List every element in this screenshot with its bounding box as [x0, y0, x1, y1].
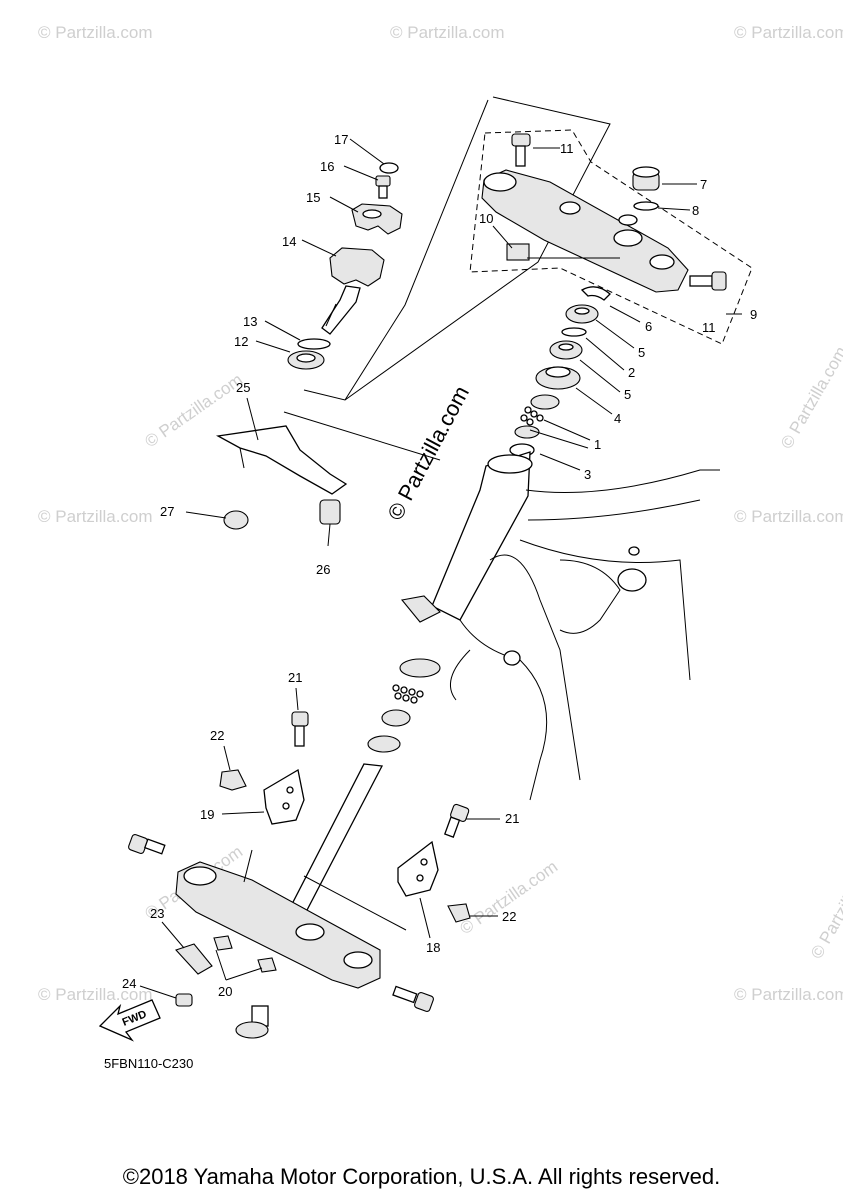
callout-19: 19 — [200, 807, 214, 822]
callout-23: 23 — [150, 906, 164, 921]
callout-13: 13 — [243, 314, 257, 329]
rubber-washer — [561, 327, 587, 337]
flange-bolt — [443, 803, 470, 838]
cap-nut — [632, 166, 660, 191]
callout-6: 6 — [645, 319, 652, 334]
steering-stem — [289, 763, 384, 913]
bolt — [175, 993, 193, 1007]
cable-clamp — [319, 499, 341, 525]
callout-1: 1 — [594, 437, 601, 452]
ring-nut — [549, 340, 583, 360]
ball-bearings — [520, 406, 544, 426]
watermark-text: © Partzilla.com — [734, 507, 843, 526]
upper-group-outline — [303, 96, 611, 401]
callout-21-right: 21 — [505, 811, 519, 826]
callout-11-top: 11 — [560, 141, 574, 156]
pinch-bolt — [511, 133, 531, 167]
callout-16: 16 — [320, 159, 334, 174]
label-plate — [506, 243, 530, 261]
wire-clip — [219, 769, 247, 791]
watermark-text: © Partzilla.com — [456, 857, 561, 938]
clamp — [175, 943, 213, 975]
callout-7: 7 — [700, 177, 707, 192]
callout-22-left: 22 — [210, 728, 224, 743]
bracket-left — [263, 768, 305, 825]
callout-11-right: 11 — [702, 320, 716, 335]
pinch-bolt — [689, 271, 727, 291]
leader-lines — [139, 138, 742, 999]
nut — [257, 957, 277, 973]
callout-5-upper: 5 — [638, 345, 645, 360]
diagram-reference-code: 5FBN110-C230 — [104, 1056, 194, 1071]
callout-14: 14 — [282, 234, 296, 249]
center-watermark: © Partzilla.com — [382, 382, 474, 525]
lower-handlebar-holder — [321, 247, 385, 335]
under-bracket-pinch-bolt — [128, 834, 166, 855]
watermark-text: © Partzilla.com — [807, 853, 843, 962]
watermark-text: © Partzilla.com — [38, 507, 153, 526]
upper-handlebar-holder — [351, 203, 403, 235]
callout-8: 8 — [692, 203, 699, 218]
stem-bottom-cap — [235, 1005, 269, 1039]
upper-bracket — [481, 169, 689, 293]
callout-27: 27 — [160, 504, 174, 519]
bracket-assembly-dashed-outline — [469, 129, 753, 345]
callout-numbers: 17 16 15 14 13 12 11 10 7 8 11 9 6 5 2 5… — [122, 132, 757, 999]
bearing-race — [530, 394, 560, 410]
watermarks: © Partzilla.com © Partzilla.com © Partzi… — [38, 23, 843, 1004]
callout-17: 17 — [334, 132, 348, 147]
callout-21-left: 21 — [288, 670, 302, 685]
under-bracket — [175, 861, 381, 989]
callout-3: 3 — [584, 467, 591, 482]
washer — [633, 201, 659, 211]
bearing-race — [509, 425, 540, 457]
callout-24: 24 — [122, 976, 136, 991]
bracket-right — [397, 840, 439, 897]
watermark-text: © Partzilla.com — [777, 343, 843, 452]
callout-12: 12 — [234, 334, 248, 349]
watermark-text: © Partzilla.com — [38, 985, 153, 1004]
washer — [297, 338, 331, 350]
frame-head-pipe — [400, 451, 720, 801]
damper — [287, 350, 325, 370]
callout-26: 26 — [316, 562, 330, 577]
fwd-arrow: FWD — [98, 999, 161, 1042]
callout-25: 25 — [236, 380, 250, 395]
lock-washer — [580, 286, 611, 301]
callout-2: 2 — [628, 365, 635, 380]
watermark-text: © Partzilla.com — [38, 23, 153, 42]
callout-5-lower: 5 — [624, 387, 631, 402]
callout-9: 9 — [750, 307, 757, 322]
upper-group-outline — [344, 99, 489, 401]
callout-15: 15 — [306, 190, 320, 205]
bearing-cover — [535, 366, 581, 390]
callout-4: 4 — [614, 411, 621, 426]
watermark-text: © Partzilla.com — [390, 23, 505, 42]
handlebar-bolt — [375, 175, 391, 199]
nut — [213, 935, 233, 951]
watermark-text: © Partzilla.com — [734, 23, 843, 42]
watermark-text: © Partzilla.com — [734, 985, 843, 1004]
wire-clip — [447, 903, 471, 923]
copyright-notice: ©2018 Yamaha Motor Corporation, U.S.A. A… — [122, 1164, 721, 1189]
callout-10: 10 — [479, 211, 493, 226]
callout-22-right: 22 — [502, 909, 516, 924]
lower-bearing-stack — [367, 658, 441, 753]
callout-20: 20 — [218, 984, 232, 999]
flange-bolt — [291, 711, 309, 747]
handlebar-cap — [379, 162, 399, 174]
ring-nut — [565, 304, 599, 324]
cable-guide — [215, 425, 348, 495]
cap-nut-small — [223, 510, 249, 530]
under-bracket-pinch-bolt — [392, 985, 434, 1012]
callout-18: 18 — [426, 940, 440, 955]
